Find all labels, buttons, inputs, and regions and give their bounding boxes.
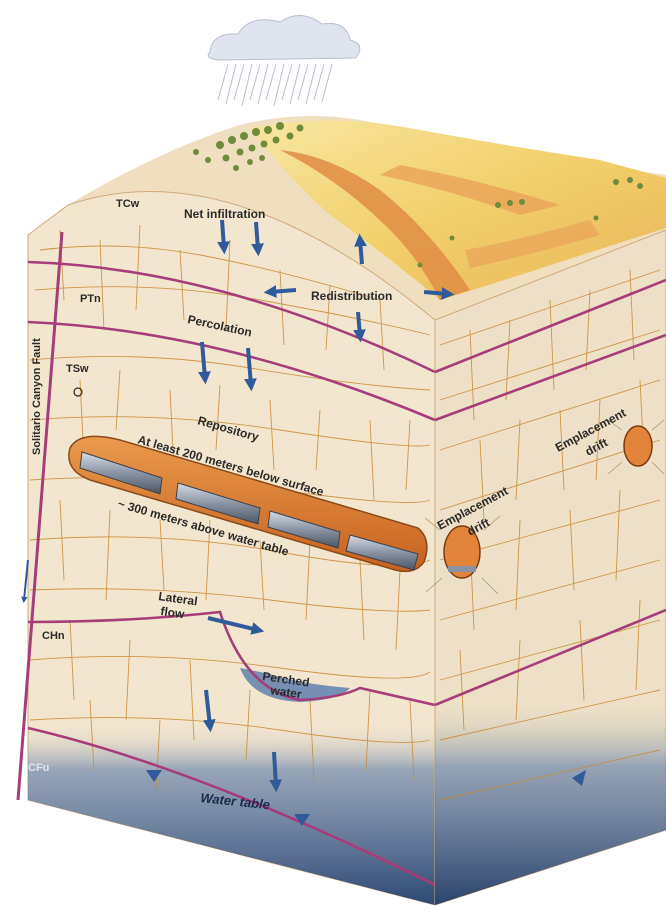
- unit-label-tsw: TSw: [66, 363, 89, 375]
- fault-motion-arrow-icon: [24, 560, 28, 600]
- redistribution-arrow-icon: [424, 292, 448, 294]
- saturated-zone-front: [20, 720, 440, 920]
- unit-label-tcw: TCw: [116, 198, 140, 210]
- rain-cloud-icon: [208, 15, 360, 106]
- infiltration-arrow-icon: [222, 220, 224, 248]
- saturated-zone-side: [430, 700, 666, 920]
- fault-label: Solitario Canyon Fault: [31, 338, 43, 455]
- downward-flow-arrow-icon: [274, 752, 276, 786]
- redistribution-label: Redistribution: [311, 289, 392, 303]
- redistribution-arrow-icon: [270, 290, 296, 292]
- redistribution-arrow-icon: [360, 240, 362, 264]
- redistribution-arrow-icon: [358, 312, 360, 336]
- unit-label-chn: CHn: [42, 630, 65, 642]
- side-face: [425, 230, 666, 920]
- unit-label-cfu: CFu: [28, 762, 49, 774]
- net-infiltration-label: Net infiltration: [184, 207, 265, 221]
- infiltration-arrow-icon: [256, 222, 258, 250]
- unit-label-ptn: PTn: [80, 293, 101, 305]
